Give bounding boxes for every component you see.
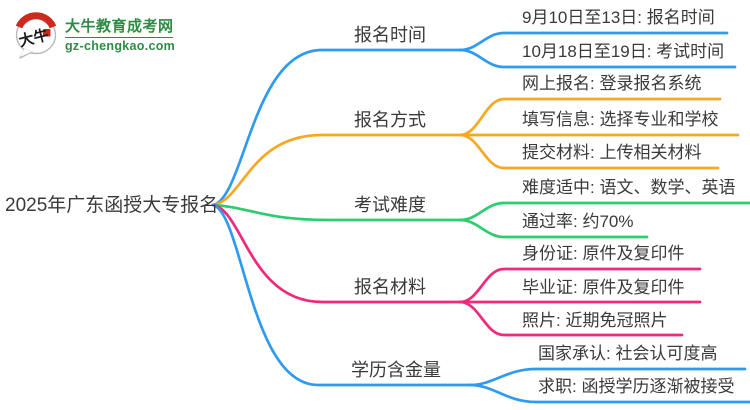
- child-label-signup-dates: 9月10日至13日: 报名时间: [522, 8, 715, 27]
- child-label-difficulty-subjects: 难度适中: 语文、数学、英语: [522, 178, 736, 197]
- branch-1-connector: [211, 48, 462, 207]
- logo-text-block: 大牛教育成考网 gz-chengkao.com: [65, 17, 175, 54]
- branch-label-registration-method: 报名方式: [354, 110, 426, 130]
- branch-3-connector: [211, 203, 462, 222]
- branch-label-degree-value: 学历含金量: [351, 360, 441, 380]
- branch-4-child-3-line: [458, 300, 684, 337]
- child-label-exam-dates: 10月18日至19日: 考试时间: [522, 42, 725, 61]
- branch-3-child-2-line: [458, 218, 649, 239]
- logo-divider: [65, 36, 173, 38]
- branch-label-exam-difficulty: 考试难度: [354, 195, 426, 215]
- child-label-fill-info: 填写信息: 选择专业和学校: [522, 110, 719, 129]
- daniu-bubble-icon: 大牛: [15, 12, 57, 59]
- child-label-state-recognized: 国家承认: 社会认可度高: [538, 344, 718, 363]
- branch-2-child-3-line: [458, 133, 720, 170]
- site-name: 大牛教育成考网: [65, 17, 174, 35]
- child-label-photo: 照片: 近期免冠照片: [522, 311, 668, 330]
- branch-label-registration-time: 报名时间: [354, 25, 426, 45]
- branch-5-child-2-line: [468, 383, 750, 404]
- child-label-job-seeking: 求职: 函授学历逐渐被接受: [538, 377, 735, 396]
- branch-2-connector: [211, 133, 462, 207]
- site-logo[interactable]: 大牛 大牛教育成考网 gz-chengkao.com: [13, 10, 175, 60]
- child-label-id-card: 身份证: 原件及复印件: [522, 244, 685, 263]
- child-label-pass-rate: 通过率: 约70%: [522, 212, 634, 231]
- branch-label-registration-materials: 报名材料: [354, 277, 426, 297]
- branch-5-connector: [211, 203, 472, 387]
- logo-red-arc: [15, 12, 57, 29]
- child-label-submit-materials: 提交材料: 上传相关材料: [522, 143, 702, 162]
- branch-1-child-2-line: [458, 48, 737, 69]
- branch-4-connector: [211, 203, 462, 304]
- site-url: gz-chengkao.com: [65, 38, 176, 53]
- root-node-label: 2025年广东函授大专报名: [5, 195, 219, 216]
- child-label-diploma: 毕业证: 原件及复印件: [522, 278, 685, 297]
- child-label-online-signup: 网上报名: 登录报名系统: [522, 74, 702, 93]
- logo-seal: [43, 29, 51, 37]
